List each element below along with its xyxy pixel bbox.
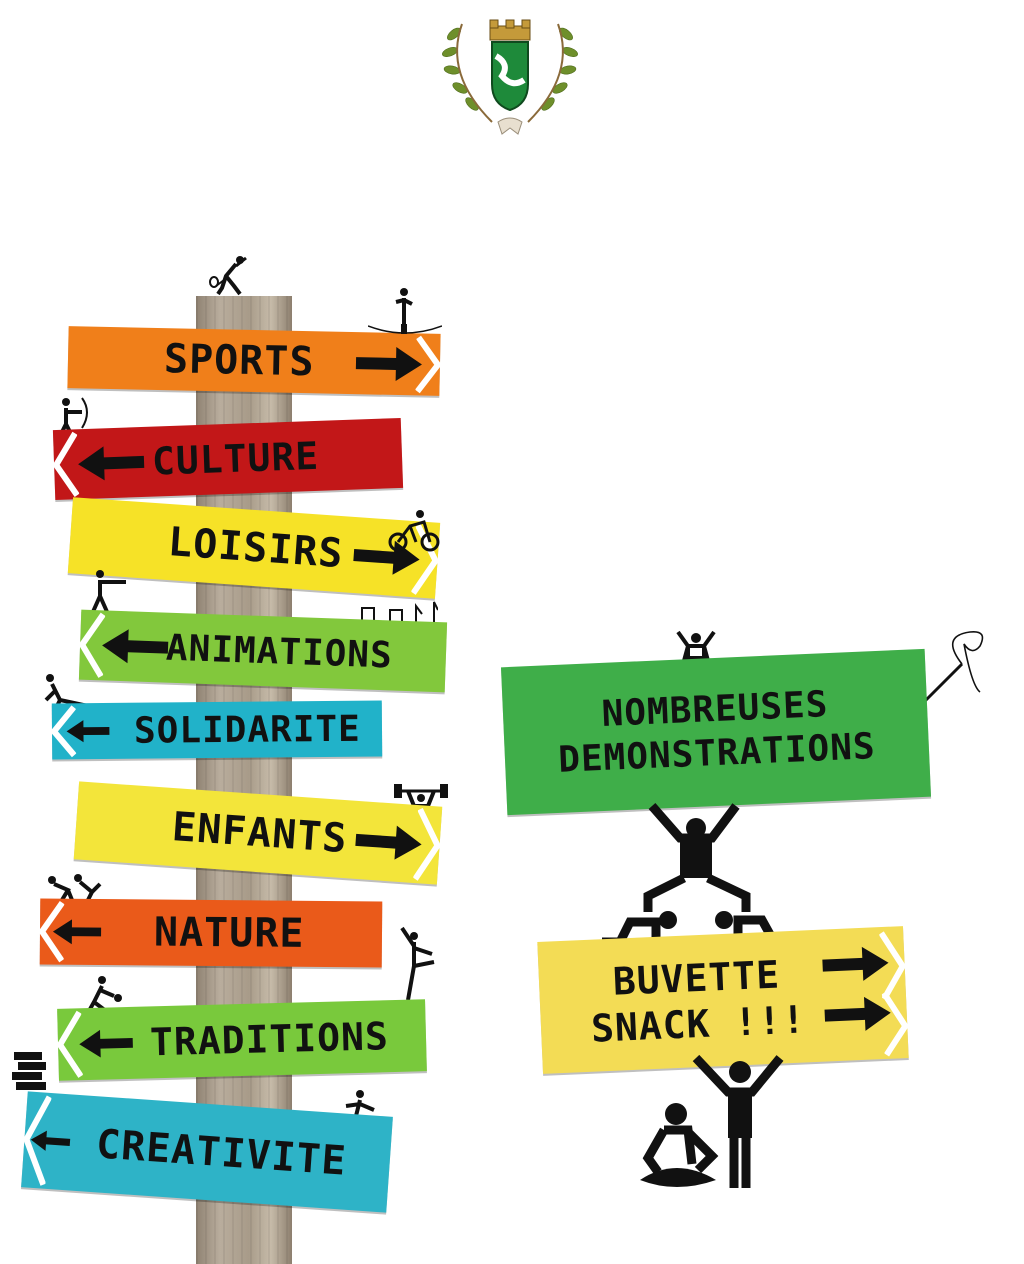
chevron-right-icon: [415, 335, 442, 394]
sign-creativite: CREATIVITE: [21, 1091, 393, 1213]
sign-traditions-label: TRADITIONS: [149, 1014, 390, 1065]
sign-demonstrations: NOMBREUSES DEMONSTRATIONS: [500, 648, 932, 816]
chevron-right-icon: [412, 807, 442, 881]
left-arrow-icon: [102, 629, 169, 664]
sign-buvette-line2: SNACK !!!: [590, 997, 807, 1051]
chevron-right-icon: [878, 931, 909, 1057]
sign-culture: CULTURE: [52, 417, 404, 501]
sign-nature: NATURE: [38, 898, 383, 968]
left-arrow-icon: [52, 919, 102, 945]
sign-buvette-line1: BUVETTE: [612, 952, 781, 1004]
chevron-left-icon: [23, 1095, 52, 1186]
tightrope-walker-icon: [368, 286, 442, 344]
sign-loisirs-label: LOISIRS: [166, 519, 345, 578]
left-arrow-icon: [66, 720, 110, 743]
needle-thread-icon: [920, 626, 990, 706]
sign-solidarite-label: SOLIDARITE: [133, 708, 361, 752]
chevron-left-icon: [56, 1010, 83, 1078]
sign-buvette: BUVETTE SNACK !!!: [537, 926, 909, 1074]
right-arrow-icon: [355, 346, 422, 381]
right-arrow-icon: [355, 825, 422, 860]
coat-of-arms-icon: [432, 4, 588, 142]
sign-creativite-label: CREATIVITE: [94, 1121, 349, 1185]
sign-traditions: TRADITIONS: [56, 999, 427, 1081]
sign-enfants-label: ENFANTS: [170, 804, 349, 863]
sign-sports: SPORTS: [67, 326, 442, 396]
left-arrow-icon: [30, 1130, 71, 1151]
chevron-left-icon: [52, 431, 80, 497]
dancer-icon: [392, 922, 438, 1002]
acrobat-pyramid-icon: [600, 800, 796, 948]
left-arrow-icon: [79, 1029, 133, 1058]
badminton-player-icon: [206, 254, 250, 298]
chevron-left-icon: [38, 900, 65, 963]
chevron-left-icon: [50, 705, 77, 758]
shooter-icon: [84, 568, 130, 616]
sign-solidarite: SOLIDARITE: [50, 700, 383, 760]
right-arrow-icon: [824, 996, 891, 1031]
cyclist-icon: [388, 508, 440, 552]
buvette-text: BUVETTE SNACK !!!: [588, 950, 807, 1051]
crawling-figures-icon: [44, 872, 102, 902]
left-arrow-icon: [78, 446, 145, 481]
sign-animations: ANIMATIONS: [78, 609, 448, 693]
sitting-figure-icon: [636, 1052, 786, 1198]
chevron-left-icon: [78, 612, 106, 678]
right-arrow-icon: [822, 946, 889, 981]
sign-nature-label: NATURE: [153, 909, 305, 957]
sign-sports-label: SPORTS: [163, 336, 315, 386]
sign-culture-label: CULTURE: [151, 433, 320, 484]
books-icon: [12, 1050, 48, 1090]
sign-animations-label: ANIMATIONS: [165, 627, 394, 677]
sign-enfants: ENFANTS: [73, 781, 443, 885]
